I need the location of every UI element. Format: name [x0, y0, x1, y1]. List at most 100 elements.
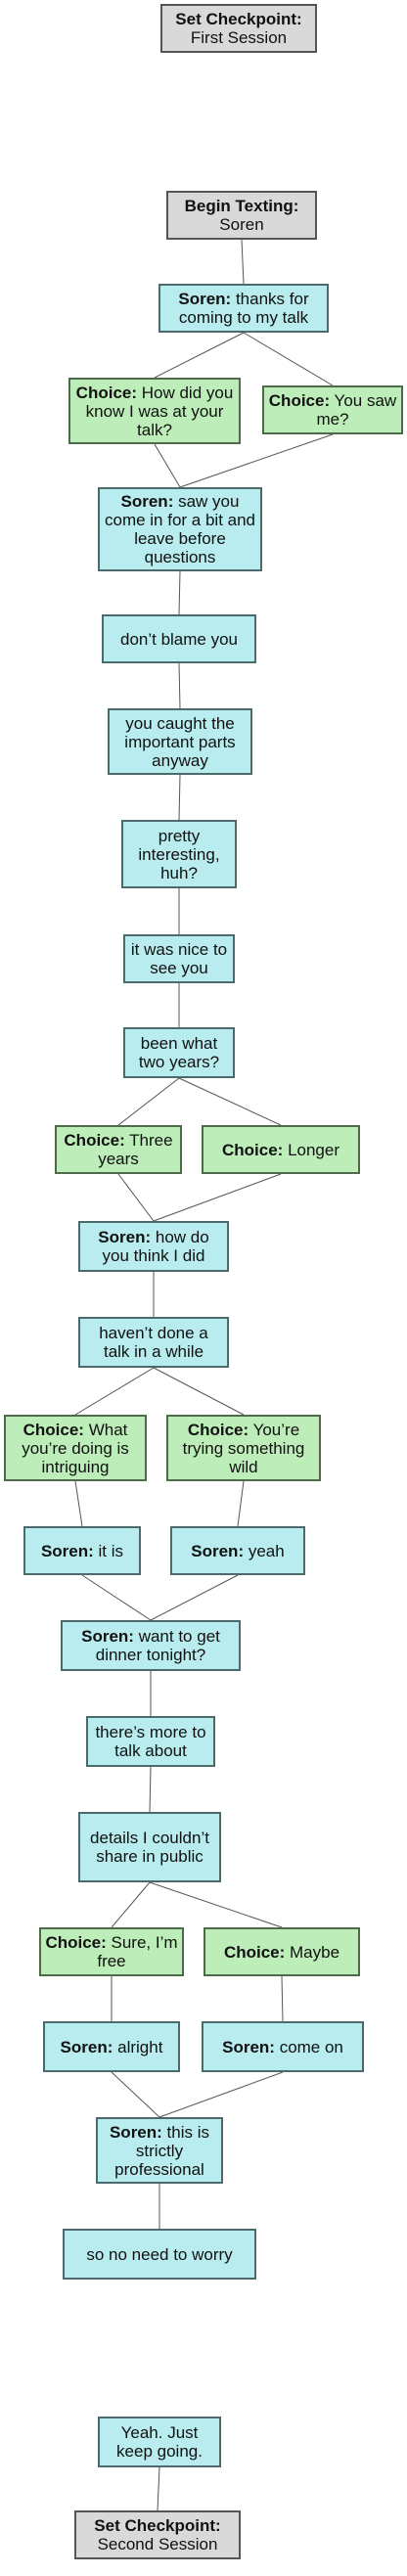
node-message: Yeah. Just keep going. [116, 2423, 203, 2461]
node-text: Choice: Three years [61, 1131, 176, 1168]
node-message: it was nice to see you [130, 940, 228, 977]
node-text: Soren: thanks for coming to my talk [164, 290, 323, 327]
node-message: been what two years? [138, 1034, 220, 1071]
node-message: yeah [248, 1541, 285, 1560]
node-speaker: Set Checkpoint: [175, 10, 302, 28]
node-n15: haven’t done a talk in a while [78, 1317, 229, 1368]
node-speaker: Soren: [98, 1228, 152, 1246]
node-text: you caught the important parts anyway [113, 714, 247, 770]
node-message: how do you think I did [102, 1228, 209, 1265]
node-speaker: Choice: [187, 1420, 249, 1439]
edge-n2-n3 [241, 239, 245, 285]
node-speaker: Soren: [178, 290, 232, 308]
edge-n15-n16 [74, 1367, 155, 1416]
node-text: haven’t done a talk in a while [84, 1324, 223, 1361]
node-message: there’s more to talk about [95, 1723, 206, 1760]
node-text: Choice: What you’re doing is intriguing [10, 1421, 141, 1476]
node-n22: details I couldn’t share in public [78, 1812, 221, 1882]
node-text: Soren: this is strictly professional [102, 2123, 217, 2179]
node-message: don’t blame you [119, 629, 239, 649]
edge-n25-n27 [111, 2071, 160, 2118]
node-n7: don’t blame you [102, 614, 256, 663]
node-text: been what two years? [129, 1034, 229, 1071]
node-text: details I couldn’t share in public [84, 1829, 215, 1866]
node-n18: Soren: it is [23, 1526, 141, 1575]
edge-n3-n4 [154, 332, 245, 379]
edge-n4-n6 [154, 443, 181, 488]
node-text: don’t blame you [120, 630, 238, 649]
node-n27: Soren: this is strictly professional [96, 2117, 223, 2184]
node-speaker: Choice: [223, 1942, 286, 1962]
node-message: thanks for coming to my talk [178, 290, 309, 327]
edge-n11-n13 [178, 1077, 282, 1126]
node-speaker: Soren: [40, 1541, 94, 1560]
node-message: First Session [190, 28, 288, 47]
node-message: this is strictly professional [114, 2122, 210, 2179]
node-message: it is [98, 1541, 124, 1560]
node-n23: Choice: Sure, I’m free [39, 1927, 184, 1976]
node-text: Choice: How did you know I was at your t… [74, 384, 235, 439]
node-message: How did you know I was at your talk? [85, 383, 234, 439]
node-text: so no need to worry [86, 2245, 232, 2264]
node-n17: Choice: You’re trying something wild [166, 1415, 321, 1481]
edge-n7-n8 [178, 662, 181, 709]
edge-n12-n14 [117, 1173, 155, 1222]
node-n1: Set Checkpoint:First Session [160, 4, 317, 53]
node-n2: Begin Texting:Soren [166, 191, 317, 240]
node-text: pretty interesting, huh? [127, 827, 231, 882]
node-n8: you caught the important parts anyway [108, 708, 252, 775]
node-text: Soren: want to get dinner tonight? [67, 1627, 235, 1664]
node-speaker: Soren: [191, 1541, 245, 1560]
node-speaker: Choice: [64, 1131, 125, 1150]
node-n24: Choice: Maybe [204, 1927, 360, 1976]
edge-n3-n5 [243, 332, 334, 386]
edge-n19-n20 [150, 1574, 239, 1621]
node-n20: Soren: want to get dinner tonight? [61, 1620, 241, 1671]
node-speaker: Choice: [268, 391, 331, 410]
edge-n29-n30 [157, 2466, 160, 2511]
node-speaker: Soren: [81, 1627, 134, 1646]
node-speaker: Begin Texting: [184, 197, 299, 215]
node-text: Yeah. Just keep going. [104, 2423, 215, 2461]
node-speaker: Soren: [120, 492, 174, 511]
node-n28: so no need to worry [63, 2229, 256, 2280]
node-message: saw you come in for a bit and leave befo… [104, 492, 256, 566]
node-message: you caught the important parts anyway [124, 713, 236, 770]
node-text: Begin Texting:Soren [185, 197, 299, 234]
edge-n11-n12 [117, 1077, 180, 1126]
edge-n17-n19 [237, 1480, 245, 1527]
node-n12: Choice: Three years [55, 1125, 182, 1174]
node-message: Maybe [290, 1942, 340, 1962]
edge-n21-n22 [149, 1766, 152, 1813]
edge-n6-n7 [178, 570, 181, 615]
node-text: Soren: yeah [191, 1542, 284, 1560]
node-message: pretty interesting, huh? [138, 826, 220, 882]
node-speaker: Choice: [23, 1420, 84, 1439]
node-speaker: Choice: [75, 383, 138, 402]
node-n4: Choice: How did you know I was at your t… [68, 378, 241, 444]
node-message: come on [279, 2037, 343, 2056]
node-n25: Soren: alright [43, 2021, 180, 2072]
node-text: Set Checkpoint:Second Session [94, 2516, 220, 2553]
node-message: You’re trying something wild [182, 1420, 305, 1476]
node-n26: Soren: come on [202, 2021, 364, 2072]
node-message: Longer [288, 1140, 339, 1159]
node-speaker: Soren: [109, 2122, 162, 2142]
node-n14: Soren: how do you think I did [78, 1221, 229, 1272]
edge-n26-n27 [158, 2071, 284, 2118]
node-speaker: Choice: [45, 1933, 107, 1952]
node-text: Soren: alright [61, 2038, 163, 2056]
node-text: Soren: come on [222, 2038, 343, 2056]
node-n19: Soren: yeah [170, 1526, 305, 1575]
node-n16: Choice: What you’re doing is intriguing [4, 1415, 147, 1481]
edge-n13-n14 [153, 1173, 282, 1222]
node-text: Choice: You’re trying something wild [172, 1421, 315, 1476]
node-text: Choice: Longer [222, 1141, 339, 1159]
node-text: Set Checkpoint:First Session [175, 10, 301, 47]
node-n6: Soren: saw you come in for a bit and lea… [98, 487, 262, 571]
edge-n8-n9 [178, 774, 181, 821]
node-speaker: Soren: [222, 2037, 275, 2056]
node-message: haven’t done a talk in a while [99, 1324, 208, 1361]
